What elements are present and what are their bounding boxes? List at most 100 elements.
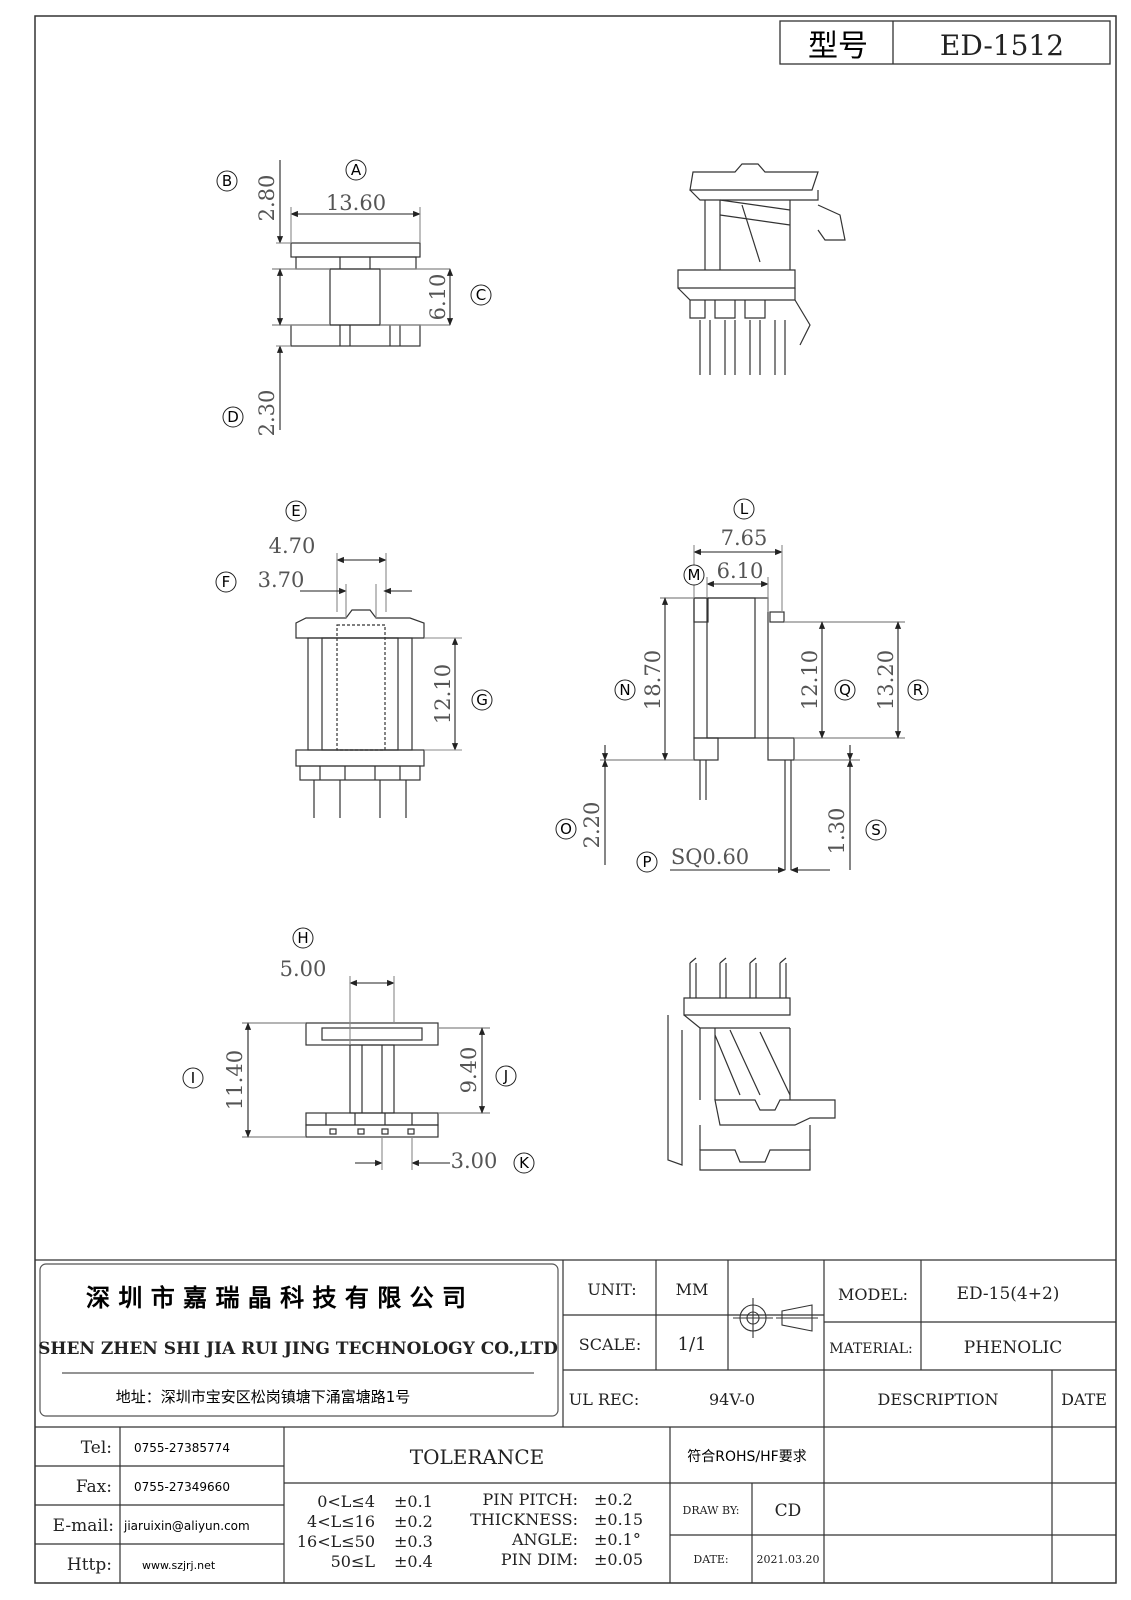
callout-G: G bbox=[471, 689, 493, 711]
svg-text:J: J bbox=[503, 1067, 508, 1085]
callout-K: K bbox=[513, 1152, 535, 1174]
contacts: Tel: 0755-27385774 Fax: 0755-27349660 E-… bbox=[53, 1438, 250, 1575]
dim-R: 13.20 bbox=[874, 650, 898, 710]
svg-text:±0.2: ±0.2 bbox=[394, 1512, 433, 1531]
front-view-dims bbox=[276, 160, 454, 430]
tolerance-param-row: PIN DIM: ±0.05 bbox=[501, 1550, 643, 1569]
dim-D: 2.30 bbox=[255, 390, 279, 437]
svg-text:G: G bbox=[476, 691, 488, 709]
tolerance-range-row: 16<L≤50 ±0.3 bbox=[297, 1532, 433, 1551]
ul-label: UL REC: bbox=[569, 1390, 640, 1409]
sheet-border bbox=[34, 15, 1117, 1584]
front-view bbox=[272, 242, 450, 347]
draw-by-value: CD bbox=[775, 1501, 802, 1521]
dim-B: 2.80 bbox=[255, 175, 279, 222]
svg-text:L: L bbox=[740, 500, 749, 518]
tolerance-range-row: 4<L≤16 ±0.2 bbox=[307, 1512, 433, 1531]
svg-text:±0.4: ±0.4 bbox=[394, 1552, 433, 1571]
dim-O: 2.20 bbox=[580, 802, 604, 849]
svg-text:50≤L: 50≤L bbox=[331, 1552, 376, 1571]
header-model-value: ED-1512 bbox=[940, 29, 1064, 62]
tolerance-param-row: PIN PITCH: ±0.2 bbox=[482, 1490, 632, 1509]
isometric-view-top bbox=[677, 163, 846, 375]
callout-N: N bbox=[614, 679, 636, 701]
callout-P: P bbox=[636, 851, 658, 873]
svg-text:±0.2: ±0.2 bbox=[594, 1490, 633, 1509]
callout-I: I bbox=[182, 1067, 204, 1089]
svg-text:I: I bbox=[191, 1069, 195, 1087]
svg-text:±0.3: ±0.3 bbox=[394, 1532, 433, 1551]
svg-text:16<L≤50: 16<L≤50 bbox=[297, 1532, 375, 1551]
callout-F: F bbox=[215, 571, 237, 593]
dim-A: 13.60 bbox=[326, 191, 386, 215]
scale-label: SCALE: bbox=[579, 1335, 641, 1354]
callout-H: H bbox=[292, 927, 314, 949]
dim-G: 12.10 bbox=[431, 664, 455, 724]
svg-text:0<L≤4: 0<L≤4 bbox=[317, 1492, 375, 1511]
contact-http-value: www.szjrj.net bbox=[142, 1559, 216, 1572]
svg-text:PIN DIM:: PIN DIM: bbox=[501, 1550, 578, 1569]
svg-text:ANGLE:: ANGLE: bbox=[511, 1530, 578, 1549]
bottom-view bbox=[242, 1022, 490, 1138]
callout-Q: Q bbox=[834, 679, 856, 701]
date-label: DATE: bbox=[693, 1553, 728, 1566]
header-model-label: 型号 bbox=[808, 29, 868, 64]
svg-text:M: M bbox=[688, 566, 701, 584]
svg-text:K: K bbox=[519, 1154, 530, 1172]
callout-L: L bbox=[733, 498, 755, 520]
dim-J: 9.40 bbox=[457, 1047, 481, 1094]
company-name-en: SHEN ZHEN SHI JIA RUI JING TECHNOLOGY CO… bbox=[38, 1339, 558, 1359]
header-model-box: 型号 ED-1512 bbox=[779, 20, 1111, 65]
contact-fax-value: 0755-27349660 bbox=[134, 1480, 230, 1494]
svg-text:THICKNESS:: THICKNESS: bbox=[470, 1510, 578, 1529]
tolerance-param-row: ANGLE: ±0.1° bbox=[511, 1530, 641, 1549]
callout-M: M bbox=[683, 564, 705, 586]
dim-P: SQ0.60 bbox=[671, 845, 749, 869]
projection-symbol bbox=[733, 1298, 818, 1338]
svg-text:±0.1: ±0.1 bbox=[394, 1492, 433, 1511]
isometric-view-bottom bbox=[667, 957, 836, 1171]
contact-email-label: E-mail: bbox=[53, 1516, 114, 1536]
dim-I: 11.40 bbox=[223, 1050, 247, 1110]
dim-E: 4.70 bbox=[269, 534, 316, 558]
rohs-compliance: 符合ROHS/HF要求 bbox=[687, 1449, 806, 1465]
tolerance-block: TOLERANCE 0<L≤4 ±0.1 4<L≤16 ±0.2 16<L≤50… bbox=[297, 1445, 643, 1571]
company-address: 地址：深圳市宝安区松岗镇塘下涌富塘路1号 bbox=[116, 1388, 411, 1406]
svg-text:R: R bbox=[913, 681, 923, 699]
callout-D: D bbox=[222, 406, 244, 428]
ul-value: 94V-0 bbox=[709, 1390, 755, 1409]
unit-value: MM bbox=[676, 1280, 709, 1299]
svg-text:±0.05: ±0.05 bbox=[594, 1550, 643, 1569]
date-value: 2021.03.20 bbox=[757, 1553, 820, 1566]
dim-F: 3.70 bbox=[258, 568, 305, 592]
title-block bbox=[35, 1259, 1116, 1583]
model-value: ED-15(4+2) bbox=[957, 1284, 1060, 1304]
dim-C: 6.10 bbox=[426, 274, 450, 321]
side-view bbox=[295, 609, 425, 818]
tolerance-range-row: 50≤L ±0.4 bbox=[331, 1552, 433, 1571]
contact-http-label: Http: bbox=[67, 1555, 112, 1575]
svg-text:D: D bbox=[227, 408, 239, 426]
tolerance-title: TOLERANCE bbox=[410, 1445, 545, 1469]
tolerance-range-row: 0<L≤4 ±0.1 bbox=[317, 1492, 433, 1511]
dim-M: 6.10 bbox=[717, 559, 764, 583]
svg-text:B: B bbox=[222, 172, 232, 190]
side-view-dims bbox=[300, 553, 462, 751]
tolerance-param-row: THICKNESS: ±0.15 bbox=[470, 1510, 643, 1529]
svg-text:S: S bbox=[871, 821, 881, 839]
callout-E: E bbox=[285, 500, 307, 522]
contact-email-value: jiaruixin@aliyun.com bbox=[123, 1519, 250, 1533]
company-name-cn: 深 圳 市 嘉 瑞 晶 科 技 有 限 公 司 bbox=[86, 1284, 466, 1312]
bottom-view-dims bbox=[244, 976, 486, 1170]
callout-O: O bbox=[555, 818, 577, 840]
svg-text:4<L≤16: 4<L≤16 bbox=[307, 1512, 375, 1531]
contact-tel-label: Tel: bbox=[81, 1438, 112, 1458]
contact-tel-value: 0755-27385774 bbox=[134, 1441, 230, 1455]
date-header-label: DATE bbox=[1061, 1390, 1107, 1409]
svg-text:A: A bbox=[351, 161, 362, 179]
dim-L: 7.65 bbox=[721, 526, 768, 550]
dim-S: 1.30 bbox=[825, 808, 849, 855]
callout-C: C bbox=[470, 284, 492, 306]
section-view-dims bbox=[601, 545, 902, 874]
